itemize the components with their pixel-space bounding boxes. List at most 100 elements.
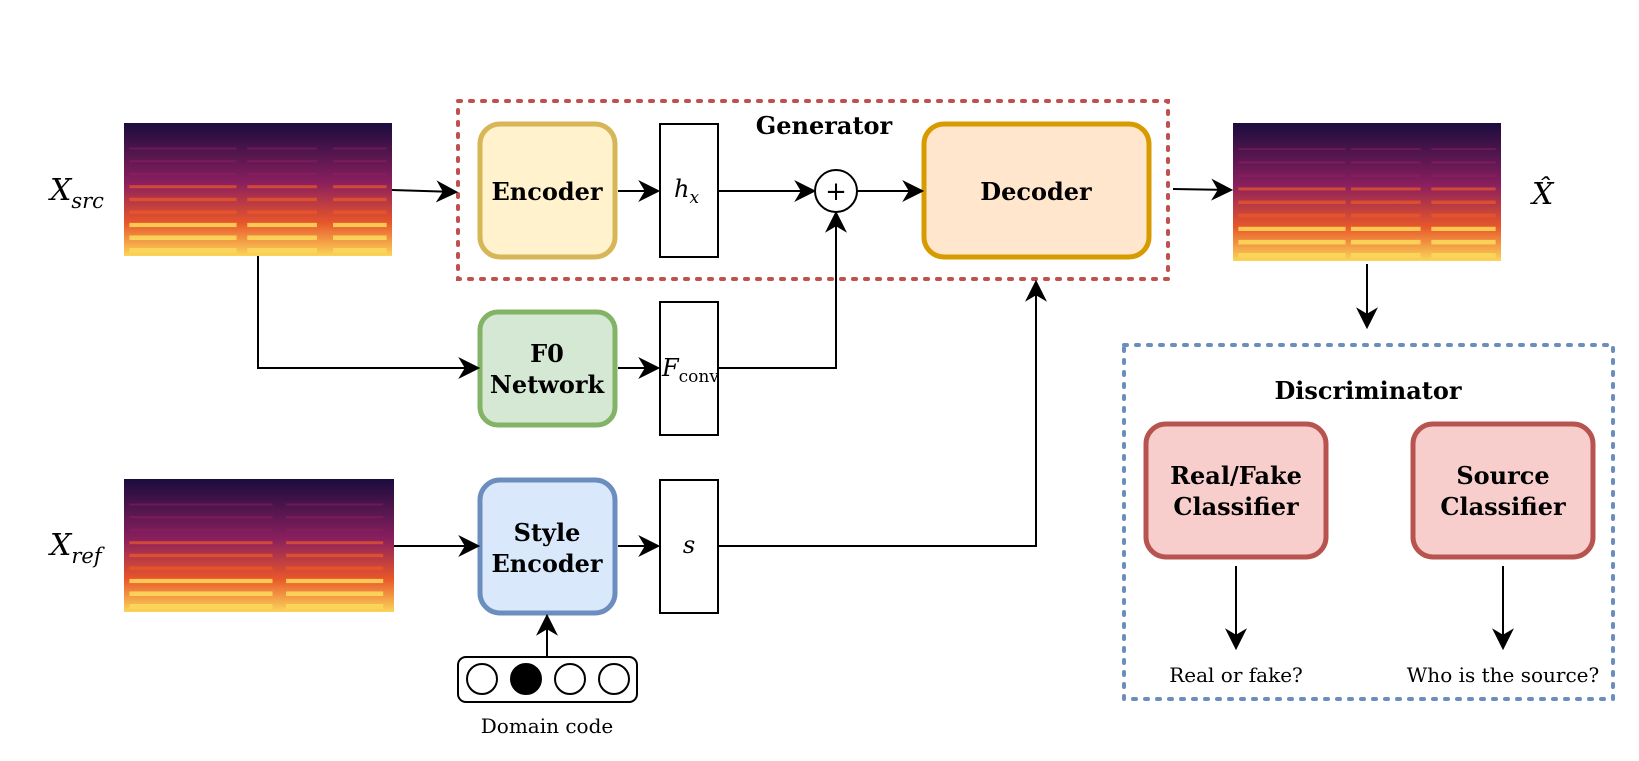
spectrogram-harmonic-band [1431, 239, 1496, 245]
spectrogram-harmonic-band [1350, 253, 1421, 258]
spectrogram-harmonic-band [129, 503, 273, 506]
reference-spectrogram [124, 479, 394, 612]
spectrogram-harmonic-band [1350, 213, 1421, 218]
encoder-label: Encoder [491, 177, 602, 206]
spectrogram-harmonic-band [1238, 239, 1346, 245]
spectrogram-harmonic-band [1238, 187, 1346, 191]
spectrogram-harmonic-band [1431, 161, 1496, 164]
spectrogram-harmonic-band [247, 210, 317, 215]
spectrogram-harmonic-band [129, 248, 237, 253]
spectrogram-harmonic-band [333, 248, 387, 253]
spectrogram-harmonic-band [247, 248, 317, 253]
spectrogram-harmonic-band [1238, 226, 1346, 231]
spectrogram-harmonic-band [333, 185, 387, 189]
hx-vector [659, 123, 719, 258]
spectrogram-harmonic-band [333, 235, 387, 241]
spectrogram-harmonic-band [129, 528, 273, 532]
spectrogram-harmonic-band [1238, 200, 1346, 204]
spectrogram-harmonic-band [1431, 253, 1496, 258]
spectrogram-harmonic-band [247, 147, 317, 150]
arrow-fconv-to-sum [718, 210, 847, 369]
spectrogram-harmonic-band [286, 503, 384, 506]
fconv-label: Fconv [661, 354, 719, 387]
source-output-text: Who is the source? [1407, 663, 1599, 687]
realfake-output-text: Real or fake? [1169, 663, 1303, 687]
spectrogram-harmonic-band [129, 235, 237, 241]
domain-code-bits [466, 663, 630, 695]
decoder-label: Decoder [980, 177, 1092, 206]
spectrogram-harmonic-band [286, 541, 384, 545]
spectrogram-harmonic-band [1350, 161, 1421, 164]
discriminator-title: Discriminator [1274, 376, 1461, 405]
spectrogram-harmonic-band [129, 541, 273, 545]
sum-symbol: + [825, 177, 847, 207]
spectrogram-harmonic-band [247, 185, 317, 189]
spectrogram-harmonic-band [1350, 187, 1421, 191]
spectrogram-harmonic-band [129, 197, 237, 202]
spectrogram-harmonic-band [129, 147, 237, 150]
hx-label: hx [674, 175, 699, 208]
discriminator-boundary [1122, 343, 1615, 701]
spectrogram-harmonic-band [1431, 187, 1496, 191]
spectrogram-harmonic-band [129, 172, 237, 176]
spectrogram-harmonic-band [1431, 226, 1496, 231]
domain-bit-active [510, 663, 542, 695]
spectrogram-harmonic-band [1350, 200, 1421, 204]
spectrogram-harmonic-band [247, 197, 317, 202]
spectrogram-harmonic-band [1350, 174, 1421, 177]
source-classifier-block [1410, 421, 1596, 560]
realfake-classifier-label-line2: Classifier [1173, 492, 1299, 521]
spectrogram-harmonic-band [1238, 161, 1346, 164]
spectrogram-harmonic-band [129, 591, 273, 597]
spectrogram-harmonic-band [1431, 213, 1496, 218]
spectrogram-harmonic-band [247, 235, 317, 241]
arrow-decoder-to-output [1172, 178, 1234, 201]
source-spectrogram [124, 123, 392, 256]
spectrogram-harmonic-band [333, 210, 387, 215]
encoder-block [477, 121, 618, 260]
spectrogram-harmonic-band [286, 553, 384, 558]
spectrogram-harmonic-band [129, 604, 273, 609]
spectrogram-harmonic-band [247, 222, 317, 228]
arrow-src-to-generator [391, 180, 459, 203]
spectrogram-harmonic-band [286, 528, 384, 532]
s-label: s [683, 531, 695, 559]
spectrogram-harmonic-band [333, 172, 387, 176]
spectrogram-harmonic-band [247, 160, 317, 163]
source-classifier-label-line1: Source [1456, 461, 1549, 490]
output-spectrogram [1233, 123, 1501, 261]
spectrogram-harmonic-band [286, 578, 384, 584]
spectrogram-harmonic-band [129, 566, 273, 571]
spectrogram-harmonic-band [129, 516, 273, 519]
style-encoder-label-line2: Encoder [491, 549, 602, 578]
spectrogram-harmonic-band [1350, 226, 1421, 231]
spectrogram-harmonic-band [1238, 213, 1346, 218]
spectrogram-harmonic-band [1431, 174, 1496, 177]
spectrogram-harmonic-band [129, 160, 237, 163]
source-classifier-label-line2: Classifier [1440, 492, 1566, 521]
realfake-classifier-label-line1: Real/Fake [1170, 461, 1302, 490]
spectrogram-harmonic-band [333, 197, 387, 202]
realfake-classifier-block [1143, 421, 1329, 560]
connections [257, 178, 1514, 657]
spectrogram-harmonic-band [1238, 253, 1346, 258]
arrow-s-to-decoder [718, 279, 1047, 547]
f0-network-block [477, 309, 618, 428]
style-encoder-label-line1: Style [514, 518, 581, 547]
spectrogram-harmonic-band [1431, 148, 1496, 151]
spectrogram-harmonic-band [333, 222, 387, 228]
domain-code-label: Domain code [481, 714, 613, 738]
spectrogram-harmonic-band [129, 185, 237, 189]
f0-network-label-line1: F0 [530, 339, 564, 368]
spectrogram-harmonic-band [129, 578, 273, 584]
domain-bit-inactive [598, 663, 630, 695]
arrow-src-to-f0 [257, 256, 481, 379]
spectrogram-harmonic-band [333, 147, 387, 150]
spectrogram-harmonic-band [1238, 174, 1346, 177]
spectrogram-harmonic-band [1238, 148, 1346, 151]
style-vector [659, 479, 719, 614]
spectrogram-harmonic-band [286, 591, 384, 597]
spectrogram-harmonic-band [1431, 200, 1496, 204]
spectrogram-harmonic-band [1350, 148, 1421, 151]
